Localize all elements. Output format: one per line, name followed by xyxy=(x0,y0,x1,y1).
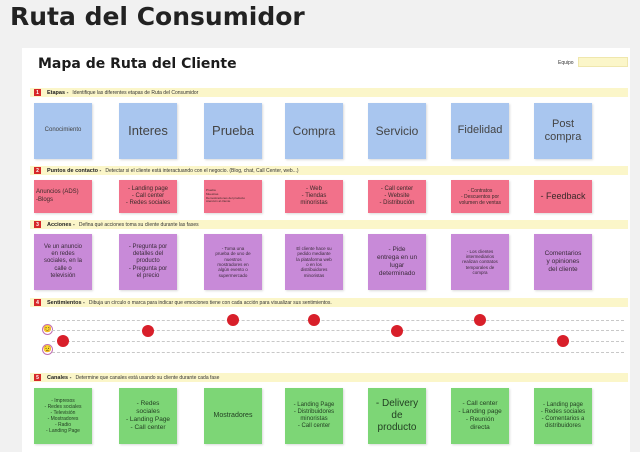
sentiment-dot[interactable] xyxy=(391,325,403,337)
section-label: Acciones - xyxy=(47,221,75,228)
happy-face-icon: 😊 xyxy=(42,324,53,335)
touchpoint-text: - Contratos - Descuentos por volumen de … xyxy=(459,187,501,206)
section-description: Dibuja un círculo o marca para indicar q… xyxy=(88,299,332,306)
sentiment-line xyxy=(52,320,624,321)
action-text: - Toma una prueba de uno de nuestros mos… xyxy=(215,245,251,278)
channel-text: - Redes sociales - Landing Page - Call c… xyxy=(125,400,171,431)
channel-text: - Call center - Landing page - Reunión d… xyxy=(458,400,502,431)
sentiment-dot[interactable] xyxy=(557,335,569,347)
channel-note[interactable]: - Impresos - Redes sociales - Televisión… xyxy=(34,388,92,444)
action-note[interactable]: - Pide entrega en un lugar determinado xyxy=(368,234,426,290)
stage-text: Post compra xyxy=(544,117,582,143)
stage-note[interactable]: Compra xyxy=(285,103,343,159)
stage-note[interactable]: Fidelidad xyxy=(451,103,509,159)
stage-text: Fidelidad xyxy=(457,124,503,137)
touchpoint-text: - Feedback xyxy=(540,191,586,202)
page-title: Ruta del Consumidor xyxy=(10,2,305,31)
stage-note[interactable]: Post compra xyxy=(534,103,592,159)
section-number: 1 xyxy=(34,89,41,96)
section-label: Sentimientos - xyxy=(47,299,85,306)
action-note[interactable]: - Los clientes intermediarios realizan c… xyxy=(451,234,509,290)
stage-note[interactable]: Conocimiento xyxy=(34,103,92,159)
stage-text: Compra xyxy=(292,123,336,138)
action-text: - Los clientes intermediarios realizan c… xyxy=(462,248,498,276)
stage-note[interactable]: Prueba xyxy=(204,103,262,159)
channel-text: - Delivery de producto xyxy=(375,398,419,433)
board-title: Mapa de Ruta del Cliente xyxy=(38,56,237,72)
channel-text: - Landing Page - Distribuidores minorist… xyxy=(293,401,335,430)
channel-text: - Impresos - Redes sociales - Televisión… xyxy=(44,398,82,434)
section-description: Defina qué acciones toma su cliente dura… xyxy=(78,221,199,228)
action-note[interactable]: - Toma una prueba de uno de nuestros mos… xyxy=(204,234,262,290)
stage-note[interactable]: Interes xyxy=(119,103,177,159)
section-number: 4 xyxy=(34,299,41,306)
action-text: - Pide entrega en un lugar determinado xyxy=(376,246,418,277)
section-number: 5 xyxy=(34,374,41,381)
touchpoint-note[interactable]: Anuncios (ADS) -Blogs xyxy=(34,180,92,213)
sad-face-icon: 😟 xyxy=(42,344,53,355)
section-bar-etapas: 1 Etapas - Identifique las diferentes et… xyxy=(30,88,628,97)
action-text: El cliente hace su pedido mediante la pl… xyxy=(296,245,332,278)
touchpoint-text: - Call center - Website - Distribución xyxy=(379,185,415,207)
touchpoint-text: Anuncios (ADS) -Blogs xyxy=(36,189,79,203)
section-bar-puntos-de-contacto: 2 Puntos de contacto - Detectar si el cl… xyxy=(30,166,628,175)
action-note[interactable]: El cliente hace su pedido mediante la pl… xyxy=(285,234,343,290)
sentiment-dot[interactable] xyxy=(308,314,320,326)
channel-text: - Landing page - Redes sociales - Coment… xyxy=(540,401,586,430)
section-number: 2 xyxy=(34,167,41,174)
stage-text: Prueba xyxy=(212,123,254,139)
touchpoint-note[interactable]: - Call center - Website - Distribución xyxy=(368,180,426,213)
sentiment-dot[interactable] xyxy=(474,314,486,326)
section-description: Determine que canales está usando su cli… xyxy=(75,374,220,381)
channel-text: Mostradores xyxy=(213,411,253,419)
sentiment-dot[interactable] xyxy=(227,314,239,326)
touchpoint-note[interactable]: - Landing page - Call center - Redes soc… xyxy=(119,180,177,213)
section-label: Puntos de contacto - xyxy=(47,167,102,174)
sentiment-dot[interactable] xyxy=(142,325,154,337)
channel-note[interactable]: - Landing page - Redes sociales - Coment… xyxy=(534,388,592,444)
team-field[interactable] xyxy=(578,57,628,67)
touchpoint-text: - Landing page - Call center - Redes soc… xyxy=(125,185,171,207)
sentiment-line xyxy=(52,330,624,331)
action-text: Comentarios y opiniones del cliente xyxy=(544,250,582,273)
channel-note[interactable]: - Landing Page - Distribuidores minorist… xyxy=(285,388,343,444)
touchpoint-text: - Web - Tiendas minoristas xyxy=(300,185,328,207)
section-label: Canales - xyxy=(47,374,72,381)
action-text: Ve un anuncio en redes sociales, en la c… xyxy=(43,244,83,279)
action-text: - Pregunta por detalles del producto - P… xyxy=(128,244,168,279)
touchpoint-note[interactable]: - Contratos - Descuentos por volumen de … xyxy=(451,180,509,213)
journey-map-board: Mapa de Ruta del Cliente Equipo 1 Etapas… xyxy=(22,48,630,452)
stage-text: Servicio xyxy=(375,123,419,138)
sentiment-dot[interactable] xyxy=(57,335,69,347)
channel-note[interactable]: Mostradores xyxy=(204,388,262,444)
touchpoint-note[interactable]: - Web - Tiendas minoristas xyxy=(285,180,343,213)
sentiment-line xyxy=(52,341,624,342)
section-number: 3 xyxy=(34,221,41,228)
section-bar-sentimientos: 4 Sentimientos - Dibuja un círculo o mar… xyxy=(30,298,628,307)
action-note[interactable]: Comentarios y opiniones del cliente xyxy=(534,234,592,290)
stage-note[interactable]: Servicio xyxy=(368,103,426,159)
section-bar-canales: 5 Canales - Determine que canales está u… xyxy=(30,373,628,382)
stage-text: Interes xyxy=(128,123,168,139)
channel-note[interactable]: - Call center - Landing page - Reunión d… xyxy=(451,388,509,444)
action-note[interactable]: - Pregunta por detalles del producto - P… xyxy=(119,234,177,290)
touchpoint-text: Prueba Muestras Demostraciones del produ… xyxy=(206,188,246,204)
touchpoint-note[interactable]: - Feedback xyxy=(534,180,592,213)
stage-text: Conocimiento xyxy=(44,127,82,134)
channel-note[interactable]: - Redes sociales - Landing Page - Call c… xyxy=(119,388,177,444)
channel-note[interactable]: - Delivery de producto xyxy=(368,388,426,444)
section-label: Etapas - xyxy=(47,89,69,96)
action-note[interactable]: Ve un anuncio en redes sociales, en la c… xyxy=(34,234,92,290)
touchpoint-note[interactable]: Prueba Muestras Demostraciones del produ… xyxy=(204,180,262,213)
sentiment-line xyxy=(52,352,624,353)
section-description: Detectar si el cliente está interactuand… xyxy=(105,167,299,174)
team-label: Equipo xyxy=(558,60,574,66)
section-bar-acciones: 3 Acciones - Defina qué acciones toma su… xyxy=(30,220,628,229)
section-description: Identifique las diferentes etapas de Rut… xyxy=(72,89,199,96)
